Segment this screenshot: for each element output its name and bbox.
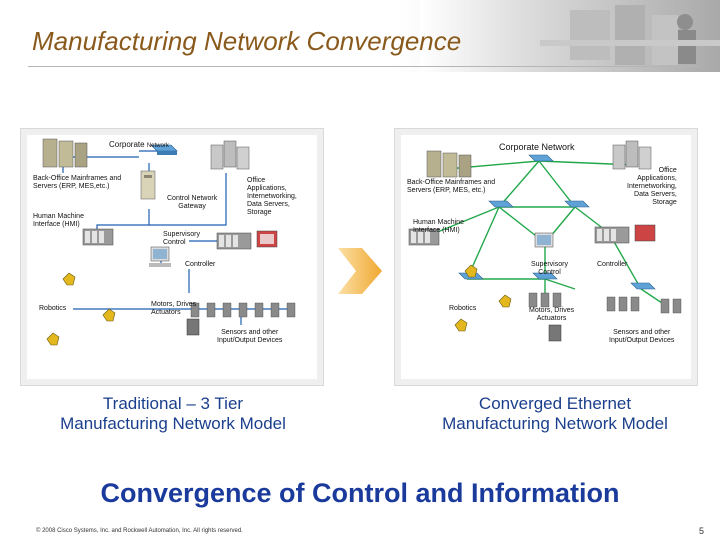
factory-photo-banner [420,0,720,72]
office-server-icon [210,140,250,170]
converged-model-panel: Corporate Network Back-Office Mainframes… [394,128,698,386]
corporate-network-label: Corporate Network [109,140,169,150]
copyright-notice: © 2008 Cisco Systems, Inc. and Rockwell … [36,528,243,534]
robotics-label: Robotics [39,305,67,312]
motor-drive-icons [190,302,296,318]
gateway-tower-icon [140,170,156,200]
sensor-device-icon [548,324,562,342]
robot-arm-icon [46,272,116,346]
converged-network-diagram [408,140,682,342]
title-divider [28,66,700,67]
robot-arm-icon [454,264,512,332]
hmi-rack-icon [408,228,440,246]
converged-model-caption: Converged Ethernet Manufacturing Network… [442,394,668,433]
sensor-device-icon [186,318,200,336]
page-number: 5 [699,526,705,536]
controller-label: Controller [597,261,628,268]
controller-label: Controller [185,261,216,268]
robotics-label: Robotics [449,305,477,312]
traditional-network-diagram [42,138,296,346]
mainframe-server-icon [426,150,472,178]
corporate-switch-icon [150,144,178,155]
slide-title: Manufacturing Network Convergence [32,26,462,56]
slide-header: Manufacturing Network Convergence [0,0,720,72]
office-server-icon [612,140,652,170]
ethernet-switch-icons [458,154,656,290]
mainframe-server-icon [42,138,88,168]
convergence-headline: Convergence of Control and Information [100,478,620,508]
controller-rack-icon [594,224,656,244]
controller-rack-icon [216,230,278,250]
supervisory-pc-icon [534,232,554,248]
supervisory-pc-icon [149,246,171,267]
hmi-rack-icon [82,228,114,246]
motor-drive-icons [528,292,682,314]
traditional-model-panel: Corporate Network Back-Office Mainframes… [20,128,324,386]
traditional-model-caption: Traditional – 3 Tier Manufacturing Netwo… [60,394,286,433]
convergence-arrow-icon [338,248,382,294]
corporate-network-label: Corporate Network [499,142,575,152]
